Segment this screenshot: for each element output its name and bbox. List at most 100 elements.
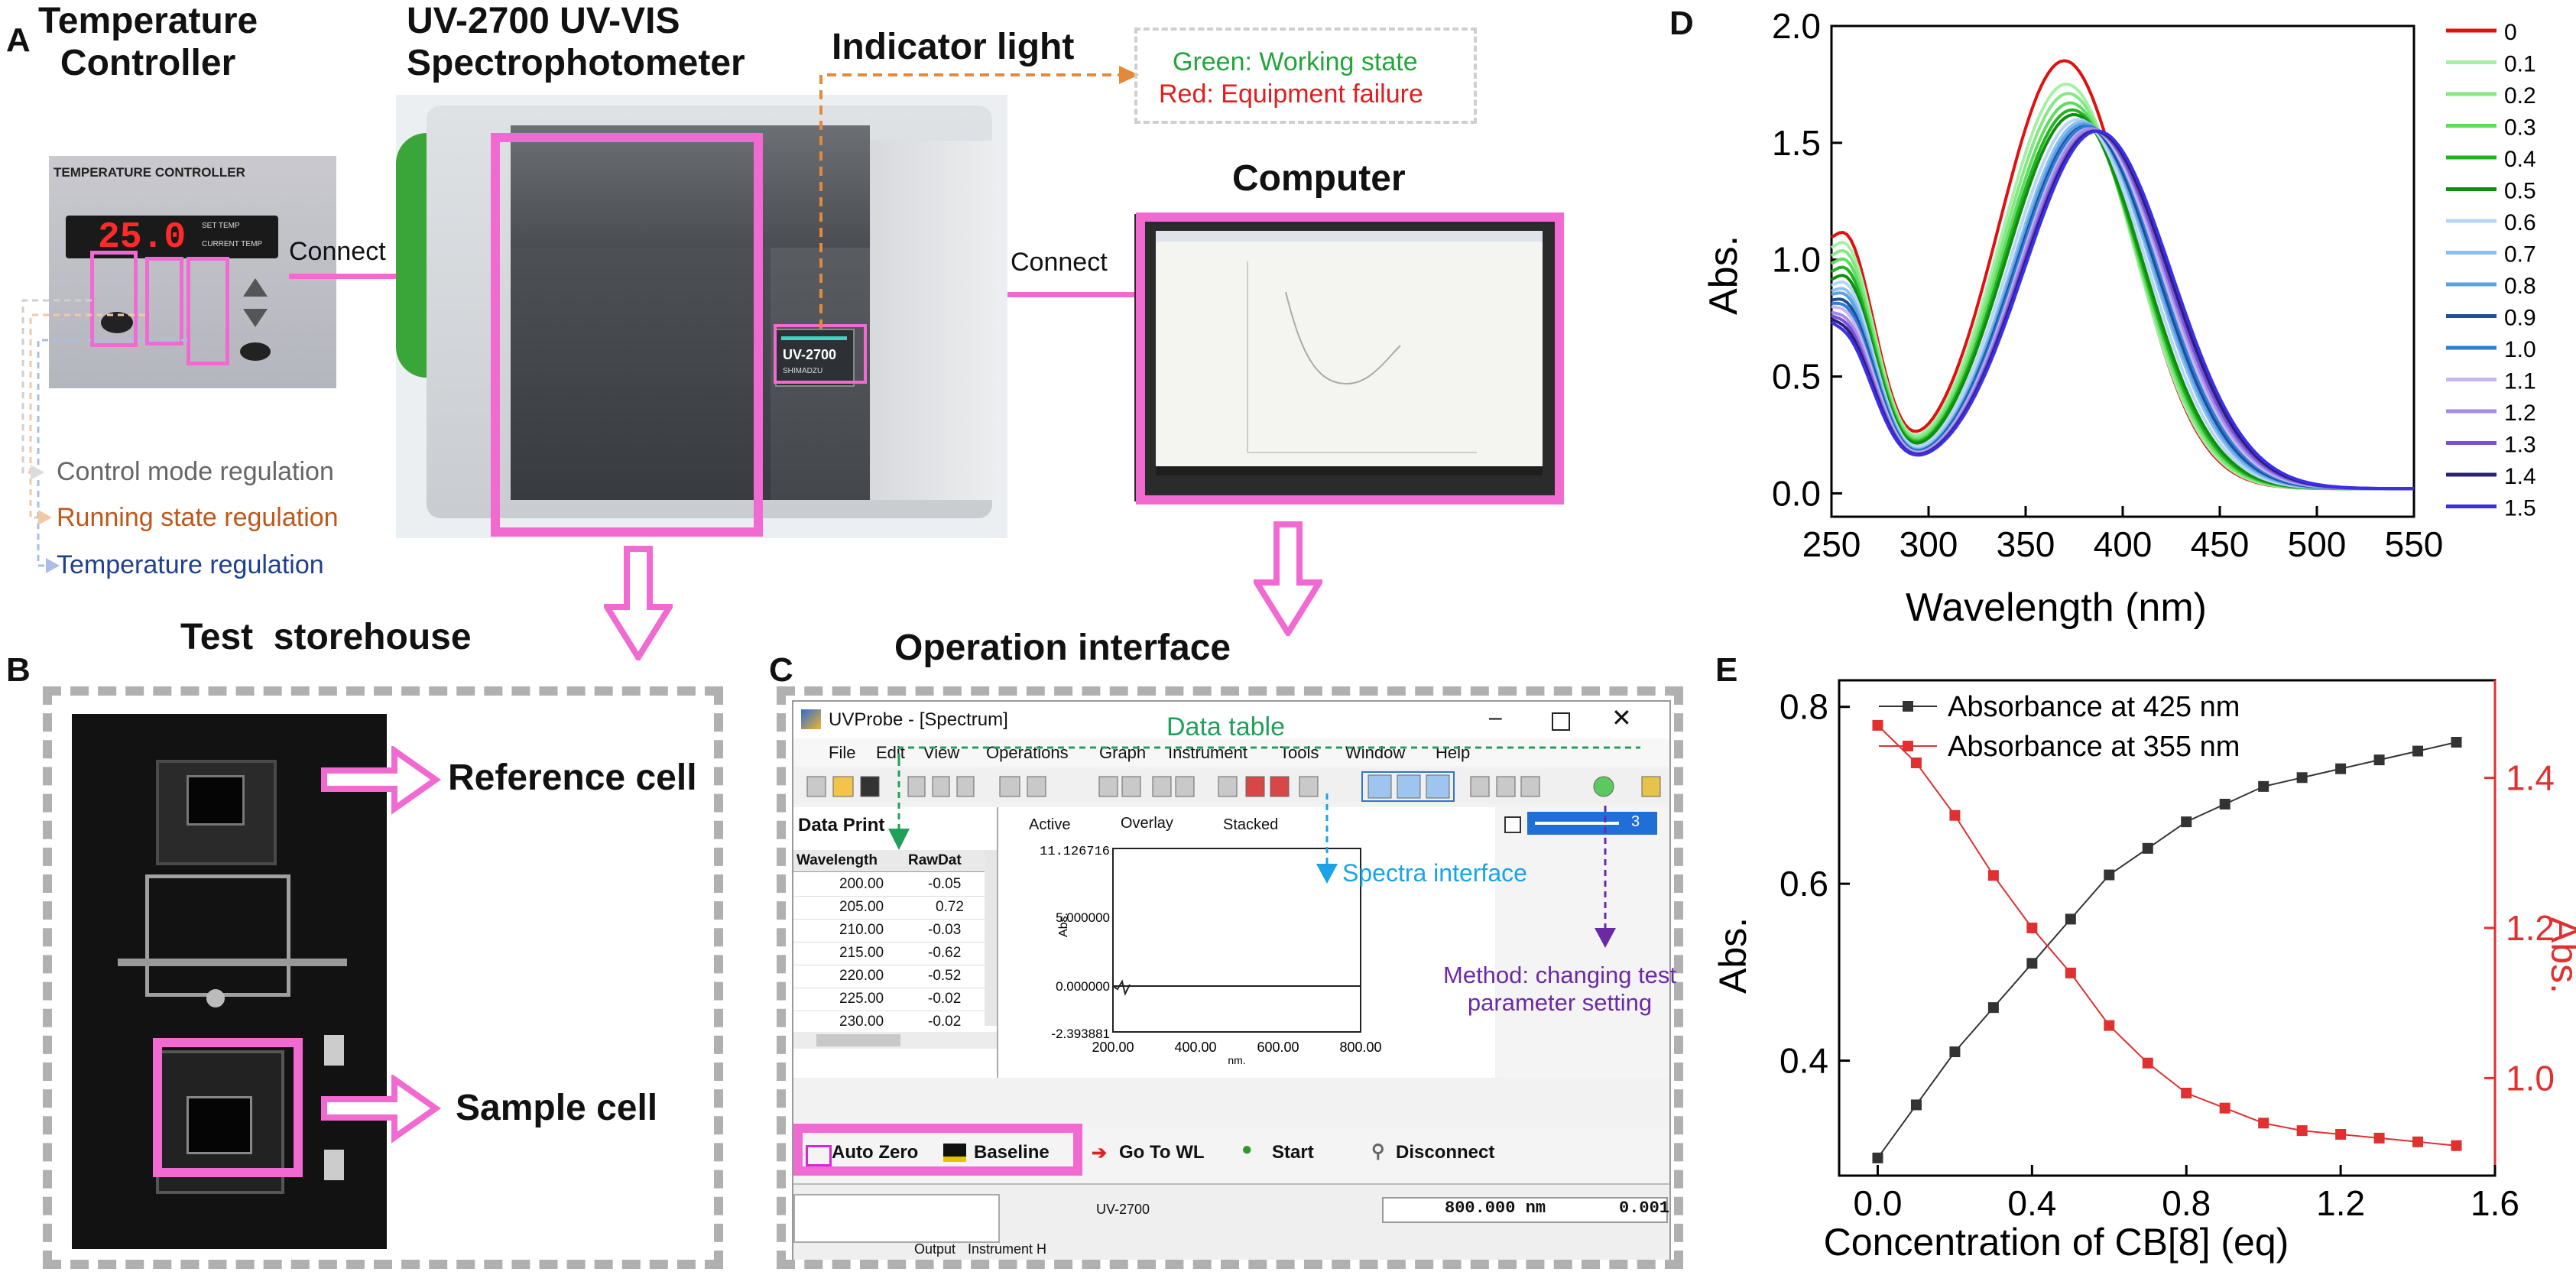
menu-operations[interactable]: Operations [986,743,1069,762]
baseline-button[interactable]: Baseline [974,1142,1050,1163]
d-series-lines [1830,59,2414,491]
legend-temperature: Temperature regulation [57,550,324,579]
d-legend-label: 0 [2504,20,2517,45]
e-data-point [2142,842,2153,854]
controller-highlight-2 [145,257,183,346]
e-data-point [1910,1099,1922,1111]
panel-c-frame [777,686,1683,1269]
window-title-bar: UVProbe - [Spectrum] – ✕ [793,702,1669,738]
e-data-point [2412,1136,2424,1147]
e-x-tick-label: 0.4 [2007,1183,2056,1223]
cell-raw: 0.72 [936,899,964,915]
d-x-tick-label: 350 [1997,524,2055,564]
data-print-pane: Data Print Wavelength RawDat 200.00-0.05… [793,807,998,1078]
d-x-tick-label: 450 [2191,524,2250,564]
output-tab[interactable]: Output [914,1241,956,1257]
connect-label-right: Connect [1011,248,1108,277]
e-data-point [2335,1129,2347,1140]
reference-arrow [321,746,441,815]
table-row[interactable]: 210.00-0.03 [793,919,985,942]
goto-wl-button[interactable]: Go To WL [1119,1142,1205,1163]
e-x-tick-label: 1.6 [2471,1183,2519,1223]
close-button[interactable]: ✕ [1611,704,1632,732]
scroll-thumb[interactable] [816,1034,900,1046]
indicator-strip [781,336,847,340]
menu-view[interactable]: View [923,743,960,762]
start-button[interactable]: Start [1272,1142,1314,1163]
x-axis-label: nm. [1228,1054,1245,1066]
cell-wl: 220.00 [839,968,884,984]
table-row[interactable]: 220.00-0.52 [793,965,985,988]
menu-bar: File Edit View Operations Graph Instrume… [793,738,1669,766]
panel-e-letter: E [1715,651,1738,689]
table-horizontal-scrollbar[interactable] [793,1032,997,1049]
method-annotation: Method: changing test parameter setting [1443,962,1677,1016]
rod-left [118,959,347,966]
d-y-tick-label: 2.0 [1772,6,1821,46]
menu-instrument[interactable]: Instrument [1168,743,1247,762]
menu-tools[interactable]: Tools [1280,743,1319,762]
menu-window[interactable]: Window [1345,743,1406,762]
e-data-point [2296,772,2308,783]
window-title: UVProbe - [Spectrum] [829,709,1008,730]
e-x-tick-label: 0.0 [1853,1183,1902,1223]
e-legend-marker [1903,741,1913,751]
e-data-point [2451,737,2462,748]
method-selector[interactable]: 3 [1527,812,1657,835]
uvprobe-window: UVProbe - [Spectrum] – ✕ File Edit View … [792,700,1671,1260]
tab-active[interactable]: Active [1029,816,1071,833]
current-temp-label: CURRENT TEMP [202,240,263,248]
menu-edit[interactable]: Edit [876,743,905,762]
reference-cell-label: Reference cell [448,758,697,798]
panel-c-letter: C [769,651,793,689]
table-row[interactable]: 230.00-0.02 [793,1011,985,1034]
menu-help[interactable]: Help [1436,743,1471,762]
table-row[interactable]: 225.00-0.02 [793,988,985,1011]
menu-file[interactable]: File [829,743,856,762]
minimize-button[interactable]: – [1489,705,1502,730]
e-data-point [2026,958,2038,969]
d-legend-label: 1.3 [2504,433,2536,458]
temp-controller-title: Temperature Controller [38,1,258,84]
method-pane: 3 [1497,807,1669,1078]
method-checkbox[interactable] [1504,816,1521,833]
data-table-annotation: Data table [1166,712,1285,741]
auto-zero-button[interactable]: Auto Zero [832,1142,919,1163]
computer-screen [1156,231,1543,475]
cell-wl: 200.00 [839,876,884,892]
tab-stacked[interactable]: Stacked [1223,816,1279,833]
e-y-axis-label-left: Abs. [1711,917,1754,994]
indicator-info-box [1134,28,1477,124]
y-tick-mid: 5.000000 [1056,910,1110,925]
start-icon: ● [1241,1139,1253,1160]
menu-graph[interactable]: Graph [1099,743,1147,762]
d-legend-label: 0.1 [2504,52,2536,77]
d-legend-label: 0.6 [2504,210,2536,235]
e-x-tick-label: 0.8 [2162,1183,2211,1223]
x-tick-4: 800.00 [1339,1040,1381,1055]
wavelength-status: 800.000 nm [1445,1199,1546,1218]
x-tick-3: 600.00 [1257,1040,1299,1055]
cell-raw: -0.62 [928,945,962,961]
e-y-axis-label-right: Abs. [2543,917,2576,994]
d-x-axis-label: Wavelength (nm) [1906,586,2207,630]
table-row[interactable]: 215.00-0.62 [793,942,985,965]
table-vertical-scrollbar[interactable] [985,850,997,1026]
e-data-point [2181,816,2192,828]
d-legend-label: 1.2 [2504,401,2536,426]
method-line [1535,822,1619,825]
screen-spectrum [1156,231,1543,475]
disconnect-button[interactable]: Disconnect [1396,1142,1495,1163]
e-x-tick-label: 1.2 [2316,1183,2365,1223]
table-row[interactable]: 200.00-0.05 [793,873,985,897]
output-box[interactable] [793,1194,1000,1243]
model-label: UV-2700 [783,347,837,362]
auto-zero-icon [806,1145,832,1166]
tab-overlay[interactable]: Overlay [1121,815,1173,832]
instrument-tab[interactable]: Instrument H [968,1241,1047,1257]
maximize-button[interactable] [1552,712,1570,731]
sample-arrow [321,1075,441,1144]
